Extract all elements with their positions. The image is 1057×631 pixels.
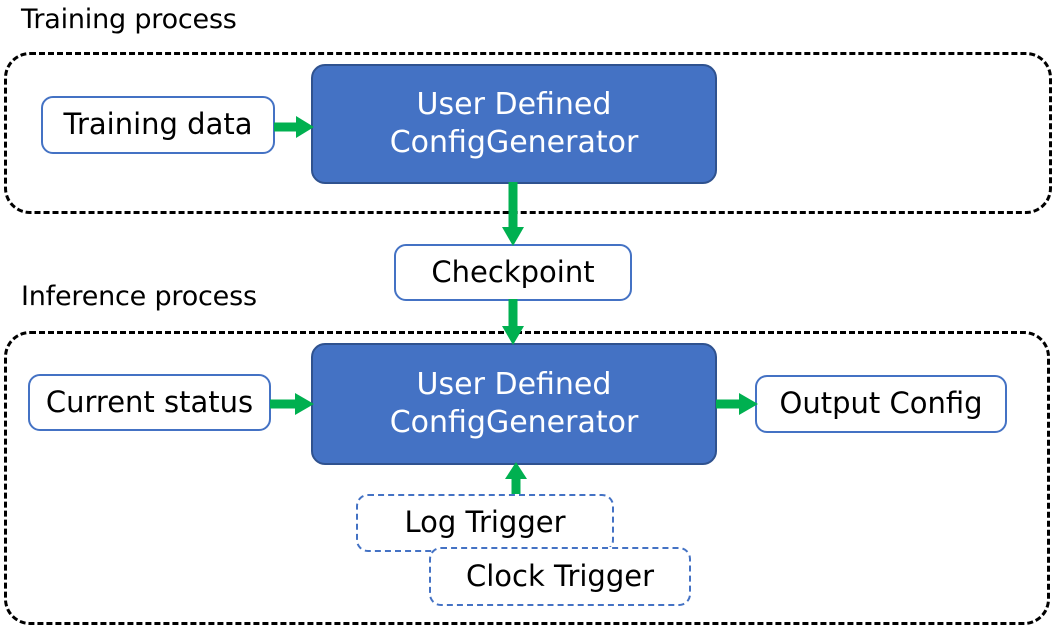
node-training-generator-line1: User Defined <box>416 86 612 122</box>
arrow-inference-generator-to-output-config <box>716 389 760 419</box>
node-current-status[interactable]: Current status <box>28 374 271 431</box>
node-output-config[interactable]: Output Config <box>755 375 1007 433</box>
node-checkpoint-label: Checkpoint <box>431 254 595 289</box>
node-checkpoint[interactable]: Checkpoint <box>394 244 632 301</box>
node-inference-generator-line2: ConfigGenerator <box>389 405 639 440</box>
node-training-data-label: Training data <box>63 107 253 142</box>
inference-process-title: Inference process <box>21 281 257 312</box>
training-process-title: Training process <box>21 4 237 35</box>
node-current-status-label: Current status <box>45 384 254 419</box>
arrow-generator-to-checkpoint <box>497 182 529 248</box>
node-clock-trigger[interactable]: Clock Trigger <box>429 547 691 606</box>
arrow-training-data-to-generator <box>274 112 316 142</box>
node-inference-user-defined-configgenerator[interactable]: User Defined ConfigGenerator <box>311 343 717 465</box>
training-process-container <box>4 52 1052 214</box>
node-log-trigger[interactable]: Log Trigger <box>356 494 614 552</box>
inference-process-container <box>4 331 1050 625</box>
node-output-config-label: Output Config <box>779 386 983 421</box>
node-clock-trigger-label: Clock Trigger <box>465 558 655 593</box>
node-training-data[interactable]: Training data <box>41 96 275 154</box>
node-training-user-defined-configgenerator[interactable]: User Defined ConfigGenerator <box>311 64 717 184</box>
arrow-checkpoint-to-inference-generator <box>497 299 529 347</box>
node-training-generator-line2: ConfigGenerator <box>389 125 639 160</box>
node-inference-generator-label: User Defined ConfigGenerator <box>390 366 639 443</box>
node-inference-generator-line1: User Defined <box>416 366 612 402</box>
node-log-trigger-label: Log Trigger <box>404 505 566 540</box>
arrow-current-status-to-inference-generator <box>270 389 316 419</box>
node-training-generator-label: User Defined ConfigGenerator <box>390 86 639 163</box>
